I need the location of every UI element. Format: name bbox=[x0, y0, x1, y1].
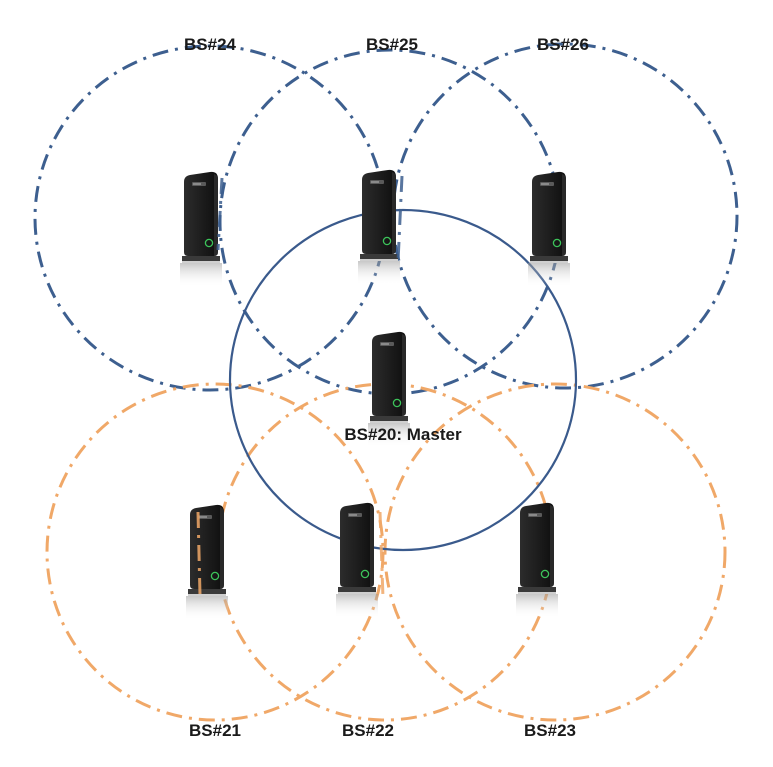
bs25-label: BS#25 bbox=[366, 35, 418, 54]
bs26-base-station-icon[interactable] bbox=[527, 171, 571, 288]
bs23-base-station-icon[interactable] bbox=[515, 502, 559, 619]
bs21-base-station-icon[interactable] bbox=[185, 504, 229, 621]
bs21-coverage-ring bbox=[45, 382, 385, 722]
bs25-base-station-icon[interactable] bbox=[357, 169, 401, 286]
bs22-label: BS#22 bbox=[342, 721, 394, 740]
ring-overlap-accent-4 bbox=[378, 511, 385, 599]
bs20-label: BS#20: Master bbox=[344, 425, 462, 444]
bs20-coverage-ring bbox=[228, 208, 578, 552]
bs23-label: BS#23 bbox=[524, 721, 576, 740]
ring-overlap-accent-2 bbox=[396, 175, 404, 263]
ring-overlap-accent-3 bbox=[196, 511, 202, 596]
bs21-label: BS#21 bbox=[189, 721, 241, 740]
bs22-base-station-icon[interactable] bbox=[335, 502, 379, 619]
bs23-coverage-ring bbox=[383, 382, 727, 722]
bs24-label: BS#24 bbox=[184, 35, 237, 54]
base-stations bbox=[179, 169, 571, 621]
bs24-base-station-icon[interactable] bbox=[179, 171, 223, 288]
bs26-label: BS#26 bbox=[537, 35, 589, 54]
ring-overlap-accent-1 bbox=[216, 177, 224, 251]
